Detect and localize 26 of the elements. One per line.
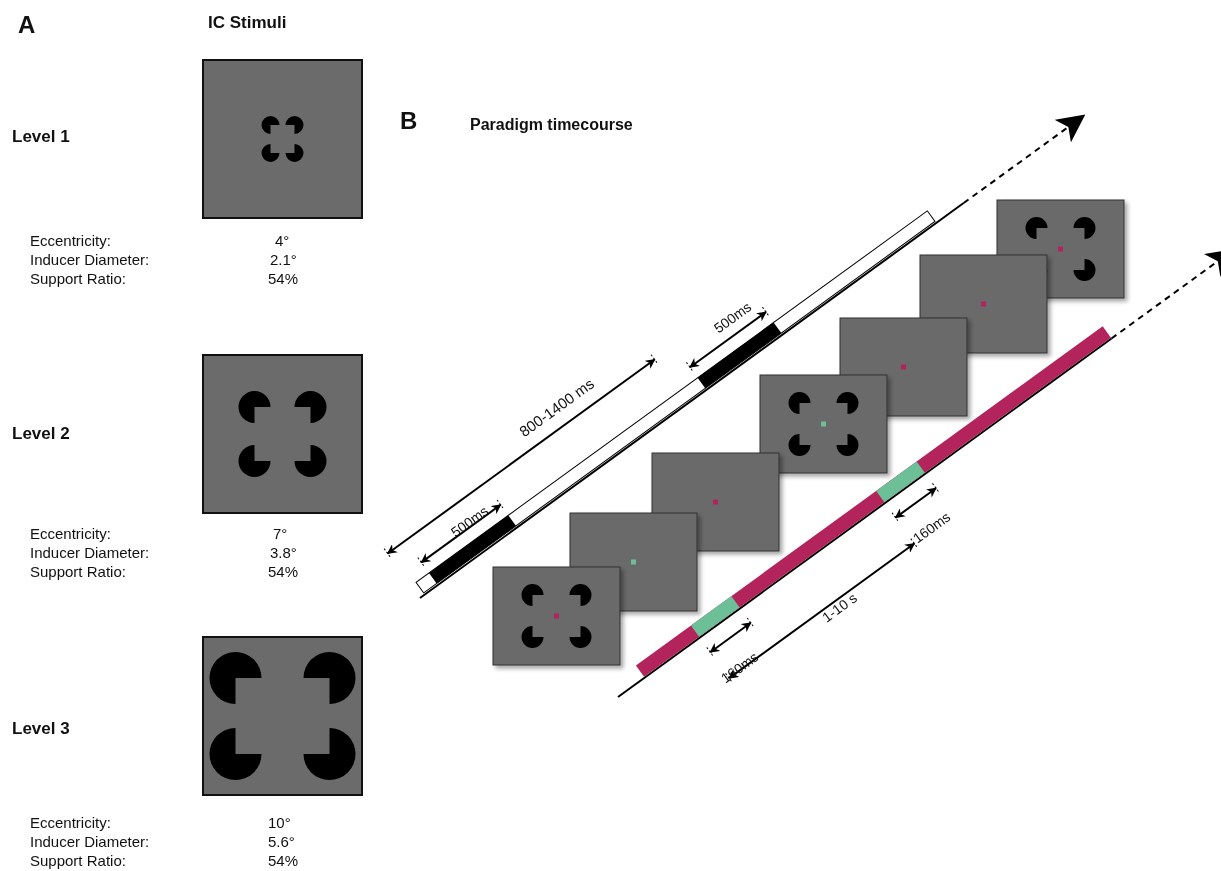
parameter-name: Inducer Diameter: [30,834,150,851]
parameter-value: 54% [268,853,299,870]
panel-letter: A [18,12,36,39]
parameter-name: Inducer Diameter: [30,252,150,269]
panel-title: IC Stimuli [208,14,287,33]
parameter-value: 5.6° [268,834,295,851]
panel-title: Paradigm timecourse [470,116,633,134]
panel-letter: B [400,108,418,135]
parameter-name: Support Ratio: [30,564,126,581]
parameter-value: 10° [268,815,291,832]
parameter-value: 4° [275,233,290,250]
parameter-name: Eccentricity: [30,815,111,832]
parameter-value: 54% [268,271,299,288]
level-label: Level 3 [12,720,70,739]
parameter-value: 2.1° [270,252,297,269]
level-label: Level 1 [12,128,70,147]
parameter-name: Support Ratio: [30,271,126,288]
parameter-value: 7° [273,526,288,543]
parameter-value: 54% [268,564,299,581]
parameter-name: Eccentricity: [30,526,111,543]
level-label: Level 2 [12,425,70,444]
parameter-name: Inducer Diameter: [30,545,150,562]
duration-label: 1-10 s [819,590,861,626]
parameter-name: Support Ratio: [30,853,126,870]
parameter-value: 3.8° [270,545,297,562]
parameter-name: Eccentricity: [30,233,111,250]
